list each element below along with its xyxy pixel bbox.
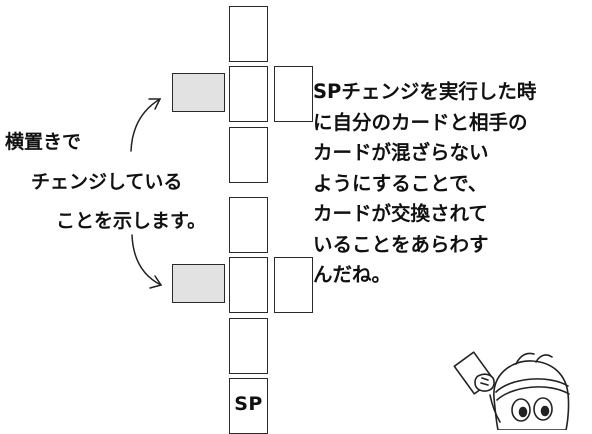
left-caption-line-3: ことを示します。 — [56, 210, 207, 232]
card-mid-lower — [229, 197, 268, 253]
arrow-upper — [130, 98, 162, 152]
right-caption-line: んだね。 — [313, 263, 392, 286]
card-mid-upper — [229, 127, 268, 183]
right-caption-line: ようにすることで、 — [313, 171, 488, 195]
sp-card-label: SP — [234, 393, 263, 415]
card-upper-center — [229, 66, 268, 122]
right-caption-line: SPチェンジを実行した時 — [313, 80, 537, 103]
card-lower-center — [229, 257, 268, 313]
card-bottom — [229, 318, 268, 374]
right-caption-line: カードが交換されて — [313, 202, 488, 225]
sideways-card-upper — [172, 73, 225, 112]
card-lower-right — [274, 257, 313, 313]
right-caption-line: に自分のカードと相手の — [313, 110, 528, 134]
left-caption-line-1: 横置きで — [5, 131, 82, 153]
card-top — [229, 6, 268, 62]
card-upper-right — [274, 66, 313, 122]
right-caption-line: カードが混ざらない — [313, 141, 489, 164]
mascot-character-icon — [453, 351, 570, 430]
sideways-card-lower — [172, 264, 225, 303]
left-caption-line-2: チェンジしている — [31, 171, 183, 193]
arrow-lower — [131, 234, 163, 289]
sp-card: SP — [229, 378, 268, 434]
right-caption-line: いることをあらわす — [313, 232, 489, 256]
right-caption: SPチェンジを実行した時 に自分のカードと相手の カードが混ざらない ようにする… — [313, 77, 583, 291]
